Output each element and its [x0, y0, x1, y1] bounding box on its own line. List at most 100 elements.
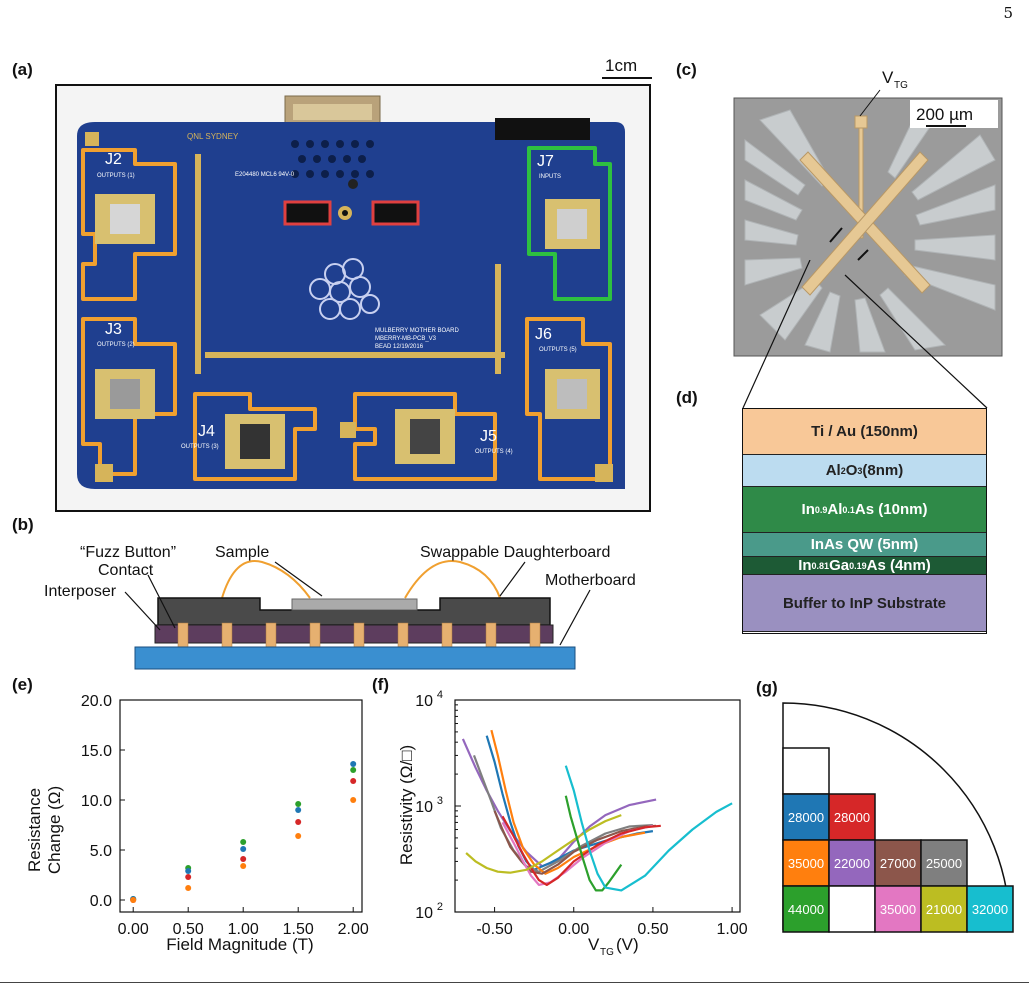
chart-e-ytick-label: 0.0: [90, 893, 112, 910]
quadrant-cell-label-8: 35000: [880, 902, 916, 917]
chart-f-series-8: [564, 795, 623, 892]
quadrant-arc: [782, 702, 1011, 931]
j2-label: J2: [105, 151, 122, 168]
chart-e-ytick-label: 20.0: [81, 693, 112, 710]
layer-0: Ti / Au (150nm): [743, 409, 986, 455]
daughterboard-label: Swappable Daughterboard: [420, 544, 610, 561]
scale-bar-label-c: 200 µm: [916, 105, 973, 124]
board-text-2: MBERRY-MB-PCB_V3: [375, 336, 437, 342]
chart-e-point-s3-1: [185, 885, 192, 891]
chart-e-frame: [119, 699, 363, 913]
quadrant-cell-label-0: 28000: [788, 810, 824, 825]
panel-label-g: (g): [756, 678, 778, 697]
chart-e-xtick-label: 1.50: [283, 921, 314, 938]
chart-f-series-9: [564, 765, 733, 892]
board-text-3: BEAD 12/19/2016: [375, 344, 424, 350]
chart-e-xtick-label: 0.50: [173, 921, 204, 938]
chart-f-xtick-label: -0.50: [476, 921, 513, 938]
board-stack-diagram: “Fuzz Button” Contact Sample Swappable D…: [44, 544, 636, 670]
quadrant-cell-7: [828, 885, 876, 933]
scale-bar-a: [602, 77, 652, 79]
panel-label-b: (b): [12, 515, 34, 534]
page-number: 5: [1003, 4, 1013, 22]
layer-5: Buffer to InP Substrate: [743, 575, 986, 632]
quadrant-empty-cell: [782, 747, 830, 795]
board-text: MULBERRY MOTHER BOARD: [375, 328, 459, 334]
j3-sub-label: OUTPUTS (2): [97, 342, 135, 348]
chart-f-ytick-label: 10: [415, 905, 433, 922]
quadrant-cell-label-2: 35000: [788, 856, 824, 871]
chart-f-series-7: [465, 814, 622, 874]
quadrant-cell-label-6: 44000: [788, 902, 824, 917]
j6-label: J6: [535, 326, 552, 343]
interposer-label: Interposer: [44, 583, 117, 600]
chart-f-series-6: [501, 815, 661, 886]
quadrant-cell-4: [874, 839, 922, 887]
chart-f-series-4: [493, 810, 657, 875]
chart-e-point-s3-4: [350, 797, 357, 803]
chart-e-ylabel-1: Resistance: [25, 788, 44, 872]
chart-e-point-s0-3: [295, 801, 302, 807]
quadrant-cell-8: [874, 885, 922, 933]
quadrant-cell-label-5: 25000: [926, 856, 962, 871]
panel-label-f: (f): [372, 675, 389, 694]
vtg-subscript: TG: [894, 80, 908, 91]
contact-label: Contact: [98, 562, 154, 579]
j7-sub-label: INPUTS: [539, 174, 561, 180]
sample-label: Sample: [215, 544, 269, 561]
chart-f-frame: [454, 699, 741, 913]
pcb-photo: J2 OUTPUTS (1) J3 OUTPUTS (2) J4 OUTPUTS…: [55, 84, 651, 512]
chart-e-point-s2-4: [350, 778, 357, 784]
chart-f-xlabel-pre: V: [588, 935, 600, 954]
quadrant-cell-10: [966, 885, 1014, 933]
j4-label: J4: [198, 423, 215, 440]
qnl-logo: QNL SYDNEY: [187, 132, 239, 141]
device-micrograph: V TG 200 µm: [733, 68, 1003, 357]
chart-e-xtick-label: 1.00: [228, 921, 259, 938]
j7-label: J7: [537, 153, 554, 170]
chart-e-point-s2-3: [295, 819, 302, 825]
chart-f-ytick-exp: 2: [437, 901, 443, 913]
quadrant-cell-9: [920, 885, 968, 933]
chart-e-point-s3-2: [240, 863, 247, 869]
chart-e-ylabel-2: Change (Ω): [45, 786, 64, 874]
quadrant-cell-label-3: 22000: [834, 856, 870, 871]
chart-f-ytick-label: 10: [415, 799, 433, 816]
panel-label-c: (c): [676, 60, 697, 79]
motherboard-label: Motherboard: [545, 572, 636, 589]
chart-e-ytick-label: 10.0: [81, 793, 112, 810]
chart-e-point-s3-0: [130, 897, 137, 903]
chart-e-xtick-label: 0.00: [118, 921, 149, 938]
chart-f-xtick-label: 0.50: [637, 921, 668, 938]
chart-e-point-s2-2: [240, 856, 247, 862]
chart-e-point-s1-1: [185, 868, 192, 874]
chart-f-xtick-label: 1.00: [717, 921, 748, 938]
chart-e-ytick-label: 15.0: [81, 743, 112, 760]
fuzz-button-label: “Fuzz Button”: [80, 544, 176, 561]
chart-f-ytick-exp: 4: [437, 689, 443, 701]
chart-e-point-s1-2: [240, 846, 247, 852]
layer-3: InAs QW (5nm): [743, 533, 986, 557]
quadrant-cell-5: [920, 839, 968, 887]
quadrant-cell-1: [828, 793, 876, 841]
j6-sub-label: OUTPUTS (5): [539, 347, 577, 353]
bottom-rule: [0, 982, 1029, 983]
zoom-lines: [742, 260, 988, 409]
quadrant-cell-label-9: 21000: [926, 902, 962, 917]
j2-sub-label: OUTPUTS (1): [97, 173, 135, 179]
scale-bar-label-a: 1cm: [605, 56, 638, 75]
chart-f-xlabel-sub: TG: [600, 947, 614, 958]
chart-e-point-s0-4: [350, 767, 357, 773]
quadrant-cell-label-1: 28000: [834, 810, 870, 825]
quadrant-cell-label-10: 32000: [972, 902, 1008, 917]
chart-e-xtick-label: 2.00: [338, 921, 369, 938]
panel-label-d: (d): [676, 388, 698, 407]
j5-sub-label: OUTPUTS (4): [475, 449, 513, 455]
j4-sub-label: OUTPUTS (3): [181, 444, 219, 450]
